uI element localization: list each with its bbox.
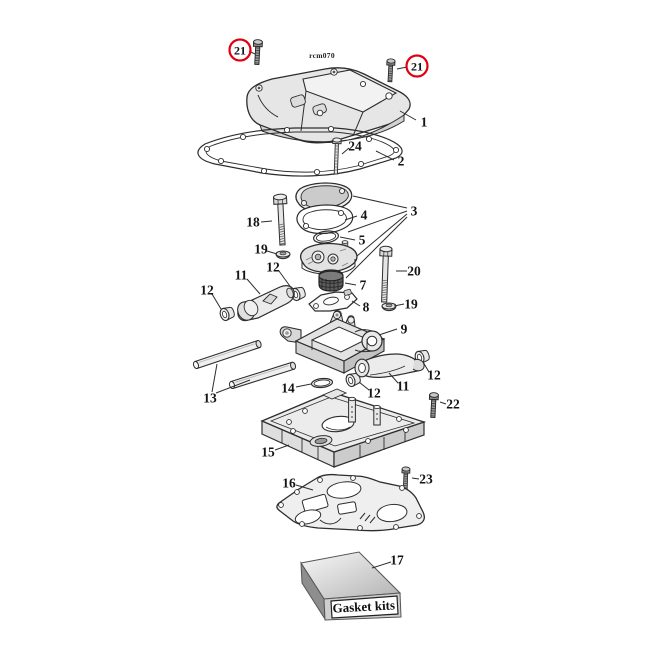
part-gasket-kit-box: Gasket kits <box>300 551 402 621</box>
leader-line <box>352 195 408 209</box>
part-number-7: 7 <box>360 277 367 292</box>
highlight-circle <box>228 38 252 62</box>
part-base-gasket <box>276 473 425 532</box>
leader-line <box>378 328 398 336</box>
part-number-2: 2 <box>398 153 405 168</box>
part-screw-22 <box>427 392 439 419</box>
part-rocker-arm-left <box>237 285 295 322</box>
part-number-16: 16 <box>282 475 296 490</box>
part-number-4: 4 <box>361 207 368 222</box>
leader-line <box>347 210 408 233</box>
leader-line <box>274 444 290 451</box>
part-number-21: 21 <box>234 43 246 57</box>
part-filter-element <box>318 269 344 292</box>
leader-line <box>345 216 408 279</box>
part-number-15: 15 <box>261 444 275 459</box>
gasket-kits-plate <box>330 595 399 619</box>
leader-line <box>399 110 417 121</box>
part-screw-21-left <box>251 39 263 66</box>
part-number-22: 22 <box>446 396 460 411</box>
part-screw-24 <box>332 137 342 175</box>
part-o-ring-5 <box>312 230 340 244</box>
leader-line <box>351 300 361 307</box>
part-rocker-arm-right <box>354 353 425 378</box>
part-washer-19-right <box>381 302 397 312</box>
part-cover-gasket <box>197 125 403 177</box>
leader-line <box>295 383 312 388</box>
part-rocker-housing-base <box>260 388 427 468</box>
part-number-5: 5 <box>359 232 366 247</box>
part-rocker-cover <box>246 67 411 144</box>
part-number-19: 19 <box>254 241 268 256</box>
leader-line <box>358 381 370 391</box>
leader-line <box>356 213 408 257</box>
part-bushing-12-far-left <box>218 305 237 323</box>
part-number-17: 17 <box>390 552 404 567</box>
part-number-23: 23 <box>419 471 433 486</box>
leader-line <box>295 484 314 491</box>
leader-line <box>266 250 278 255</box>
part-number-19: 19 <box>404 296 418 311</box>
housing-post-1 <box>348 396 356 423</box>
part-number-20: 20 <box>407 263 421 278</box>
leader-line <box>344 282 357 286</box>
part-number-12: 12 <box>200 282 214 297</box>
part-number-1: 1 <box>421 114 428 129</box>
part-number-24: 24 <box>348 138 362 153</box>
leader-line <box>341 147 350 155</box>
part-breather-baffle <box>300 240 358 275</box>
leader-line <box>371 561 392 569</box>
part-number-9: 9 <box>401 321 408 336</box>
diagram-code: rcm070 <box>309 51 335 60</box>
leader-line <box>439 401 447 405</box>
part-shaft-lower <box>228 361 297 390</box>
leader-line <box>388 372 399 384</box>
part-shaft-upper <box>192 339 262 370</box>
leader-lines-layer <box>211 50 447 569</box>
leader-line <box>211 293 222 310</box>
leader-line <box>339 236 356 241</box>
leader-line <box>393 303 405 307</box>
part-number-14: 14 <box>281 380 295 395</box>
housing-post-2 <box>373 404 381 426</box>
part-number-12: 12 <box>266 259 280 274</box>
leader-line <box>344 215 358 221</box>
part-number-13: 13 <box>203 390 217 405</box>
part-washer-19-left <box>275 250 291 260</box>
leader-line <box>211 363 218 393</box>
leader-line <box>411 477 420 480</box>
part-baffle-gasket <box>308 288 358 312</box>
part-breather-gasket <box>296 204 354 235</box>
highlight-circle <box>405 54 429 78</box>
leader-line <box>260 220 273 223</box>
part-number-12: 12 <box>427 367 441 382</box>
part-number-11: 11 <box>397 378 410 393</box>
part-bolt-20 <box>379 245 393 303</box>
part-bolt-18 <box>272 193 288 246</box>
leader-line <box>375 150 395 161</box>
leader-line <box>246 278 261 295</box>
leader-line <box>215 379 251 394</box>
part-number-18: 18 <box>246 214 260 229</box>
part-screw-21-right <box>385 58 396 83</box>
part-o-ring-14 <box>310 377 334 389</box>
leader-line <box>422 361 430 373</box>
part-number-11: 11 <box>235 267 248 282</box>
gasket-kits-label: Gasket kits <box>332 597 395 615</box>
part-rocker-support <box>279 310 386 374</box>
part-number-3: 3 <box>411 203 418 218</box>
leader-line <box>396 66 408 70</box>
part-number-8: 8 <box>363 299 370 314</box>
part-number-21: 21 <box>411 59 423 73</box>
part-number-12: 12 <box>367 385 381 400</box>
leader-line <box>278 270 293 290</box>
